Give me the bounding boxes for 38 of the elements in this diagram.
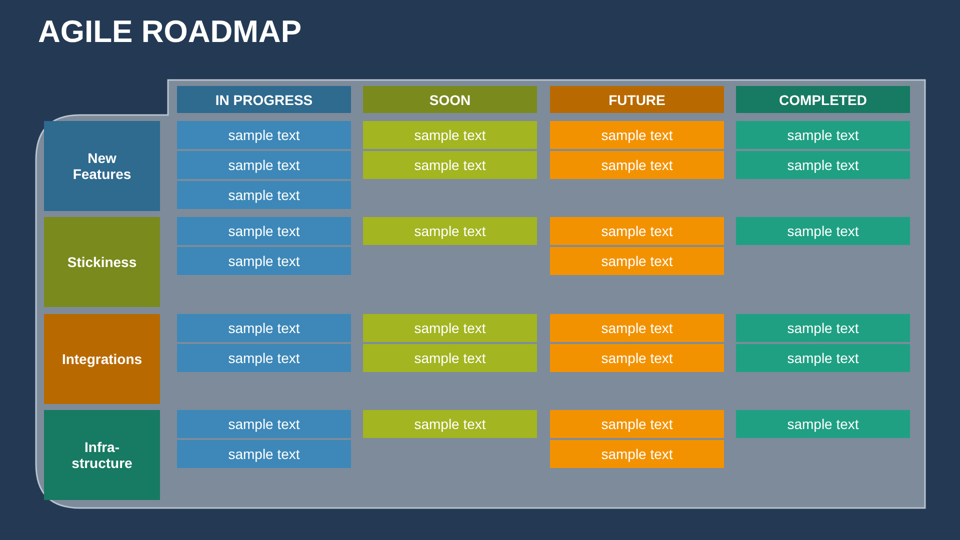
table-cell: sample text: [177, 121, 351, 149]
table-cell: sample text: [177, 217, 351, 245]
table-cell: sample text: [363, 344, 537, 372]
table-cell: sample text: [363, 314, 537, 342]
table-cell: sample text: [550, 151, 724, 179]
table-cell: sample text: [177, 181, 351, 209]
title: AGILE ROADMAP: [38, 14, 302, 50]
table-cell: sample text: [736, 151, 910, 179]
column-header: COMPLETED: [736, 86, 910, 113]
table-cell: sample text: [363, 217, 537, 245]
table-cell: sample text: [550, 344, 724, 372]
row-header: Infra-structure: [44, 410, 160, 500]
table-cell: sample text: [177, 410, 351, 438]
table-cell: sample text: [363, 151, 537, 179]
table-cell: sample text: [736, 344, 910, 372]
table-cell: sample text: [177, 247, 351, 275]
table-cell: sample text: [177, 314, 351, 342]
column-header: IN PROGRESS: [177, 86, 351, 113]
table-cell: sample text: [363, 121, 537, 149]
table-cell: sample text: [736, 217, 910, 245]
table-cell: sample text: [550, 314, 724, 342]
column-header: SOON: [363, 86, 537, 113]
column-header: FUTURE: [550, 86, 724, 113]
table-cell: sample text: [550, 410, 724, 438]
table-cell: sample text: [736, 314, 910, 342]
table-cell: sample text: [550, 121, 724, 149]
row-header: Stickiness: [44, 217, 160, 307]
table-cell: sample text: [363, 410, 537, 438]
table-cell: sample text: [736, 410, 910, 438]
table-cell: sample text: [177, 344, 351, 372]
table-cell: sample text: [177, 151, 351, 179]
table-cell: sample text: [177, 440, 351, 468]
table-cell: sample text: [550, 247, 724, 275]
row-header: Integrations: [44, 314, 160, 404]
table-cell: sample text: [736, 121, 910, 149]
table-cell: sample text: [550, 217, 724, 245]
table-cell: sample text: [550, 440, 724, 468]
row-header: New Features: [44, 121, 160, 211]
